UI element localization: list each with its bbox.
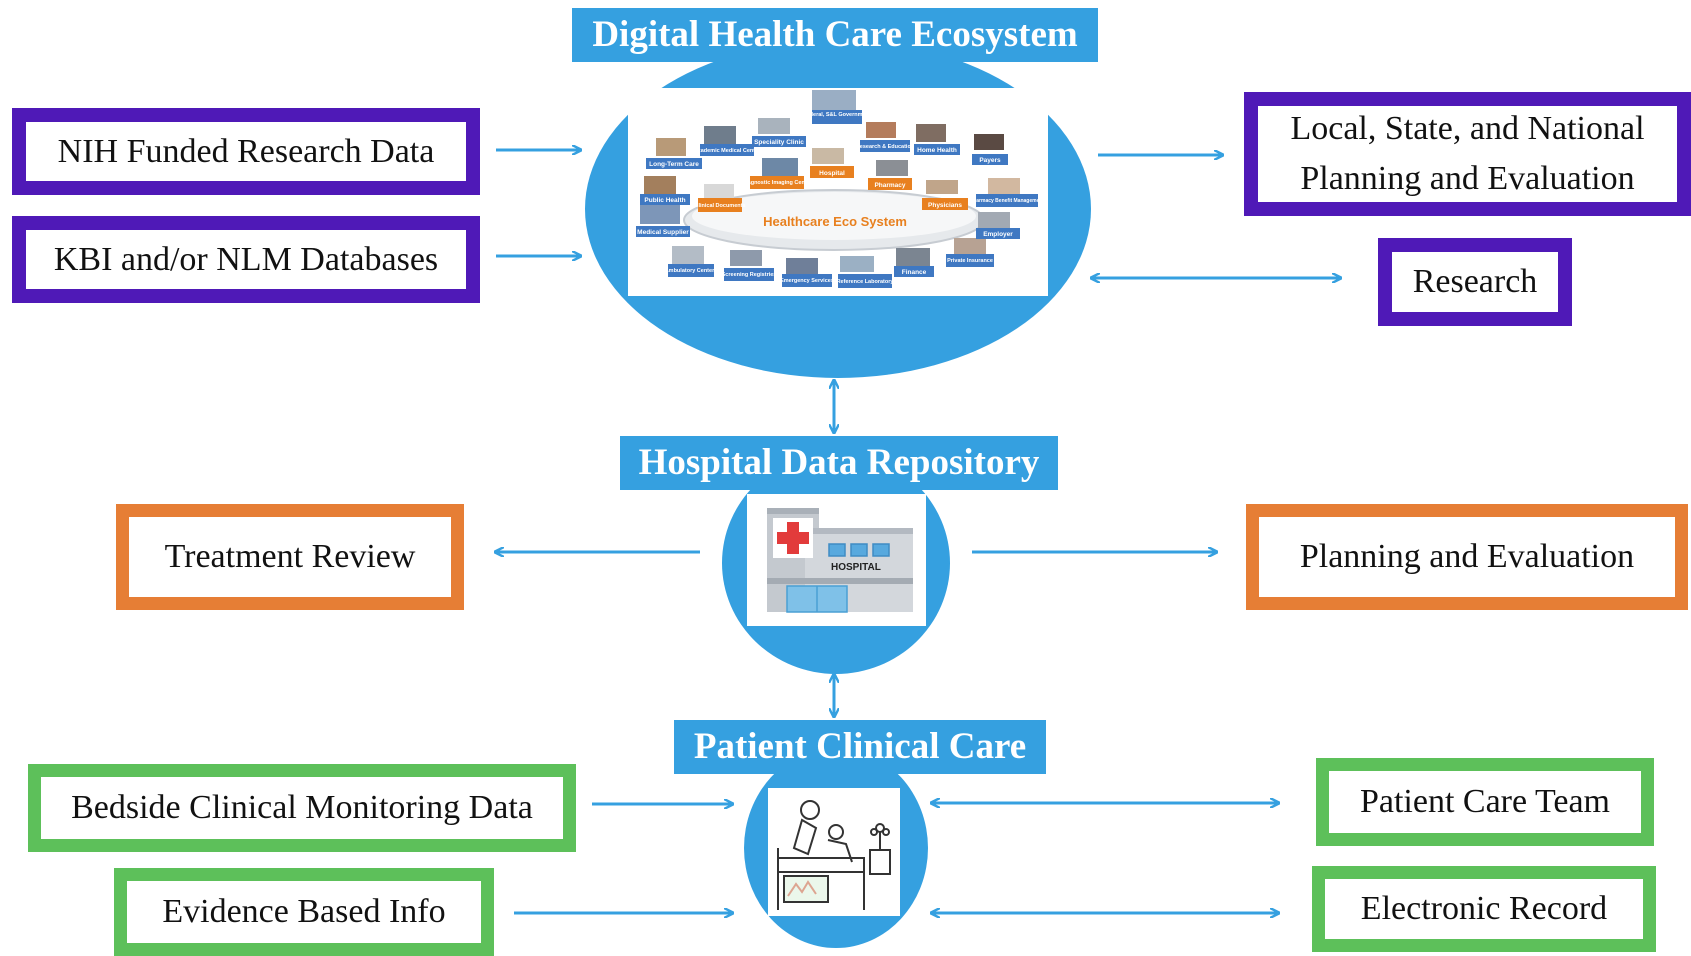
ecosystem-title: Digital Health Care Ecosystem xyxy=(572,8,1098,62)
eco-label-finance: Finance xyxy=(902,269,927,276)
nih-research-data-label: NIH Funded Research Data xyxy=(57,132,435,170)
kbi-nlm-databases-box: KBI and/or NLM Databases xyxy=(12,216,480,303)
evidence-based-info-label: Evidence Based Info xyxy=(162,893,446,930)
treatment-review-box: Treatment Review xyxy=(116,504,464,610)
patient-care-team-label: Patient Care Team xyxy=(1359,783,1611,820)
clinical-care-title: Patient Clinical Care xyxy=(674,720,1046,774)
eco-label-home-health: Home Health xyxy=(917,147,957,154)
ecosystem-image: Healthcare Eco System xyxy=(628,88,1048,296)
research-box: Research xyxy=(1378,238,1572,326)
eco-label-pharmacy: Pharmacy xyxy=(874,182,905,189)
treatment-review-label: Treatment Review xyxy=(164,538,416,575)
patient-bed-icon xyxy=(768,788,900,916)
eco-label-research-edu: Research & Education xyxy=(856,144,915,150)
kbi-nlm-databases-label: KBI and/or NLM Databases xyxy=(53,240,439,278)
local-state-national-planning-box: Local, State, and National Planning and … xyxy=(1244,92,1691,216)
eco-label-ambulatory: Ambulatory Centers xyxy=(665,268,718,274)
hospital-building-icon: HOSPITAL xyxy=(767,508,913,613)
eco-label-hospital: Hospital xyxy=(819,170,845,177)
ecosystem-illustration: Healthcare Eco System xyxy=(636,90,1045,288)
eco-label-private-insurance: Private Insurance xyxy=(947,258,993,264)
eco-label-payers: Payers xyxy=(979,157,1001,164)
planning-line-2: Planning and Evaluation xyxy=(1300,160,1635,197)
eco-label-diagnostic: Diagnostic Imaging Center xyxy=(742,180,813,186)
eco-label-long-term: Long-Term Care xyxy=(649,161,699,168)
nih-research-data-box: NIH Funded Research Data xyxy=(12,108,480,195)
eco-label-clinical-docs: Clinical Documents xyxy=(694,203,745,209)
patient-care-team-box: Patient Care Team xyxy=(1316,758,1654,846)
hospital-icon: HOSPITAL xyxy=(747,494,926,626)
eco-label-public-health: Public Health xyxy=(644,197,685,204)
planning-line-1: Local, State, and National xyxy=(1290,110,1645,147)
eco-label-emergency: Emergency Services xyxy=(780,278,834,284)
eco-label-pbm: Pharmacy Benefit Management xyxy=(970,198,1045,204)
hospital-sign: HOSPITAL xyxy=(831,562,881,573)
eco-label-physicians: Physicians xyxy=(928,202,962,209)
eco-label-academic: Academic Medical Center xyxy=(694,148,761,154)
bedside-monitoring-box: Bedside Clinical Monitoring Data xyxy=(28,764,576,852)
eco-label-reference-lab: Reference Laboratory xyxy=(837,279,895,285)
repository-title: Hospital Data Repository xyxy=(620,436,1058,490)
eco-label-specialty: Speciality Clinic xyxy=(754,139,804,146)
eco-center-label: Healthcare Eco System xyxy=(763,214,907,229)
eco-label-employer: Employer xyxy=(983,231,1013,238)
eco-label-federal: Federal, S&L Government xyxy=(803,112,871,118)
bedside-monitoring-label: Bedside Clinical Monitoring Data xyxy=(71,789,533,826)
electronic-record-box: Electronic Record xyxy=(1312,866,1656,952)
research-label: Research xyxy=(1412,263,1538,300)
planning-evaluation-box: Planning and Evaluation xyxy=(1246,504,1688,610)
evidence-based-info-box: Evidence Based Info xyxy=(114,868,494,956)
planning-evaluation-label: Planning and Evaluation xyxy=(1299,538,1635,575)
eco-label-medical-supplier: Medical Supplier xyxy=(637,229,689,236)
eco-label-screening: Screening Registries xyxy=(722,272,777,278)
patient-in-bed-icon xyxy=(777,800,891,910)
eco-thumbnails xyxy=(640,90,1020,274)
electronic-record-label: Electronic Record xyxy=(1360,890,1608,927)
